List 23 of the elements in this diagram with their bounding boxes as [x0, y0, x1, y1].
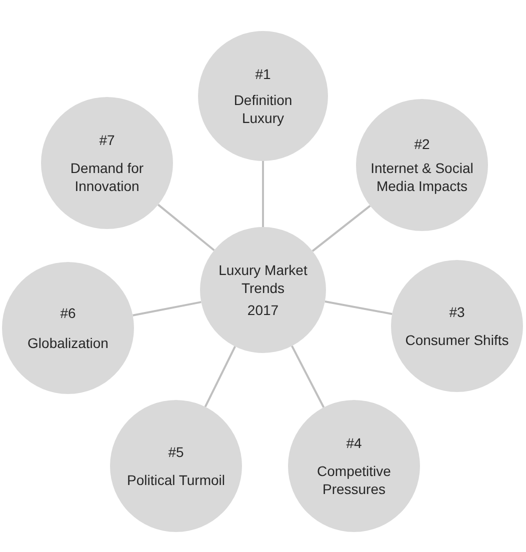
topic-number: #4 — [346, 434, 362, 452]
topic-label: Definition Luxury — [232, 90, 294, 128]
connector-line — [158, 204, 215, 251]
topic-number: #5 — [168, 442, 184, 461]
topic-number: #7 — [99, 130, 115, 149]
topic-label: Demand for Innovation — [69, 158, 145, 196]
topic-label: Competitive Pressures — [316, 462, 392, 498]
topic-label: Internet & Social Media Impacts — [370, 158, 474, 196]
topic-number: #6 — [60, 304, 76, 322]
connector-line — [204, 346, 236, 408]
center-title: Luxury Market Trends — [218, 260, 308, 298]
topic-number: #3 — [449, 302, 465, 321]
topic-number: #1 — [255, 64, 271, 83]
connector-line — [324, 300, 392, 315]
connector-line — [291, 346, 325, 408]
topic-number: #2 — [414, 134, 430, 153]
topic-label: Political Turmoil — [126, 471, 226, 490]
topic-label: Consumer Shifts — [405, 331, 509, 350]
connector-line — [262, 161, 264, 227]
connector-line — [132, 301, 202, 316]
connector-line — [312, 205, 371, 252]
center-title: 2017 — [247, 301, 279, 320]
topic-label: Globalization — [28, 334, 108, 352]
